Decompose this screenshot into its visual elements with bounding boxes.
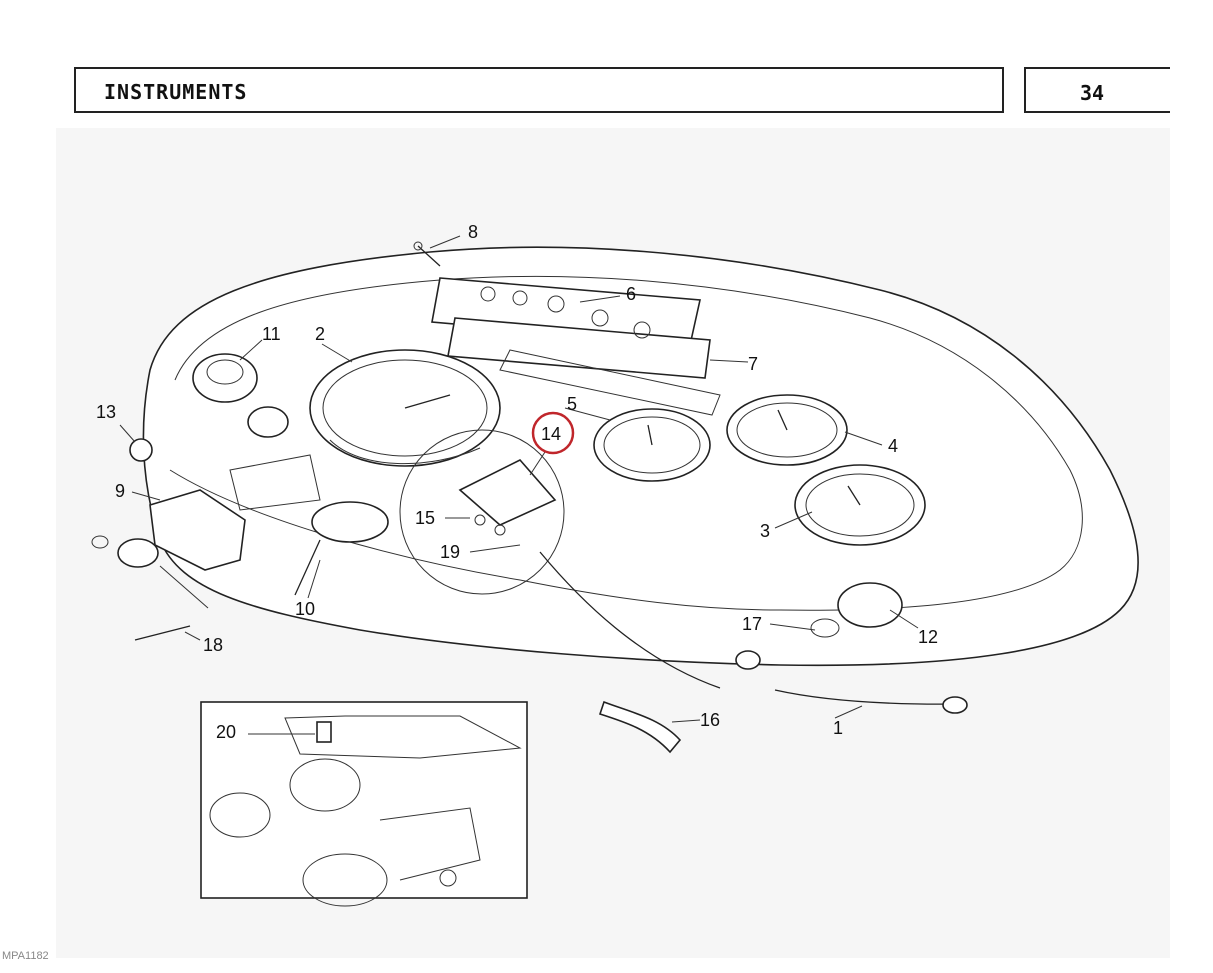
- dashboard-inner-edge: [174, 275, 1083, 611]
- highlight-ring-14: [531, 411, 575, 455]
- page-number-box: 34: [1024, 67, 1170, 113]
- warning-lamp-battery: [480, 286, 496, 302]
- bolt-18: [134, 625, 191, 641]
- callout-18: 18: [203, 635, 223, 655]
- grommet: [735, 650, 761, 670]
- page-title: INSTRUMENTS: [104, 80, 248, 104]
- callout-6: 6: [626, 284, 636, 304]
- switch-knob-9: [117, 538, 159, 568]
- screw-8-head: [413, 241, 423, 251]
- callout-7: 7: [748, 354, 758, 374]
- cable-1: [774, 689, 961, 705]
- cover-11: [192, 353, 258, 403]
- speedo-cable-19: [539, 551, 721, 689]
- callout-16: 16: [700, 710, 720, 730]
- figure-reference-code: MPA1182: [2, 950, 49, 962]
- clip-13: [129, 438, 153, 462]
- tachometer-body: [329, 439, 481, 465]
- page-number: 34: [1080, 81, 1105, 105]
- bracket-14: [458, 459, 557, 526]
- callout-10: 10: [295, 599, 315, 619]
- callout-2: 2: [315, 324, 325, 344]
- callout-8: 8: [468, 222, 478, 242]
- tachometer-face: [322, 359, 488, 457]
- ignition-switch-12: [837, 582, 903, 628]
- key-17: [810, 618, 840, 638]
- callout-11: 11: [262, 324, 281, 344]
- lamp-strip-gasket: [447, 317, 711, 379]
- sender-10: [311, 501, 389, 543]
- sensor-inset-box: [200, 701, 528, 899]
- callout-19: 19: [440, 542, 460, 562]
- warning-lamp-indicator: [591, 309, 609, 327]
- callout-12: 12: [918, 627, 938, 647]
- tachometer-needle: [404, 394, 451, 409]
- warning-lamp-beam: [633, 321, 651, 339]
- callout-5: 5: [567, 394, 577, 414]
- callout-4: 4: [888, 436, 898, 456]
- callout-13: 13: [96, 402, 116, 422]
- detail-inset-circle: [399, 429, 565, 595]
- callout-14: 14: [541, 424, 561, 444]
- light-switch-knob: [247, 406, 289, 438]
- dashboard-lower-edge: [169, 469, 781, 611]
- leader-lines: [119, 235, 919, 735]
- callout-labels: 1 2 3 4 5 6 7 8 9 10 11 12 13 14 15 16 1…: [96, 222, 938, 742]
- callout-17: 17: [742, 614, 762, 634]
- callout-15: 15: [415, 508, 435, 528]
- screw-8: [417, 245, 441, 267]
- warning-lamp-oil: [512, 290, 528, 306]
- callout-1: 1: [833, 718, 843, 738]
- nut-15: [474, 514, 486, 526]
- callout-20: 20: [216, 722, 236, 742]
- callout-3: 3: [760, 521, 770, 541]
- sender-20: [316, 721, 332, 743]
- mounting-bracket: [229, 454, 321, 511]
- bracket-16: [598, 700, 682, 754]
- callout-9: 9: [115, 481, 125, 501]
- title-box: INSTRUMENTS: [74, 67, 1004, 113]
- warning-lamp-charge: [547, 295, 565, 313]
- lamp-strip-bracket: [499, 349, 721, 416]
